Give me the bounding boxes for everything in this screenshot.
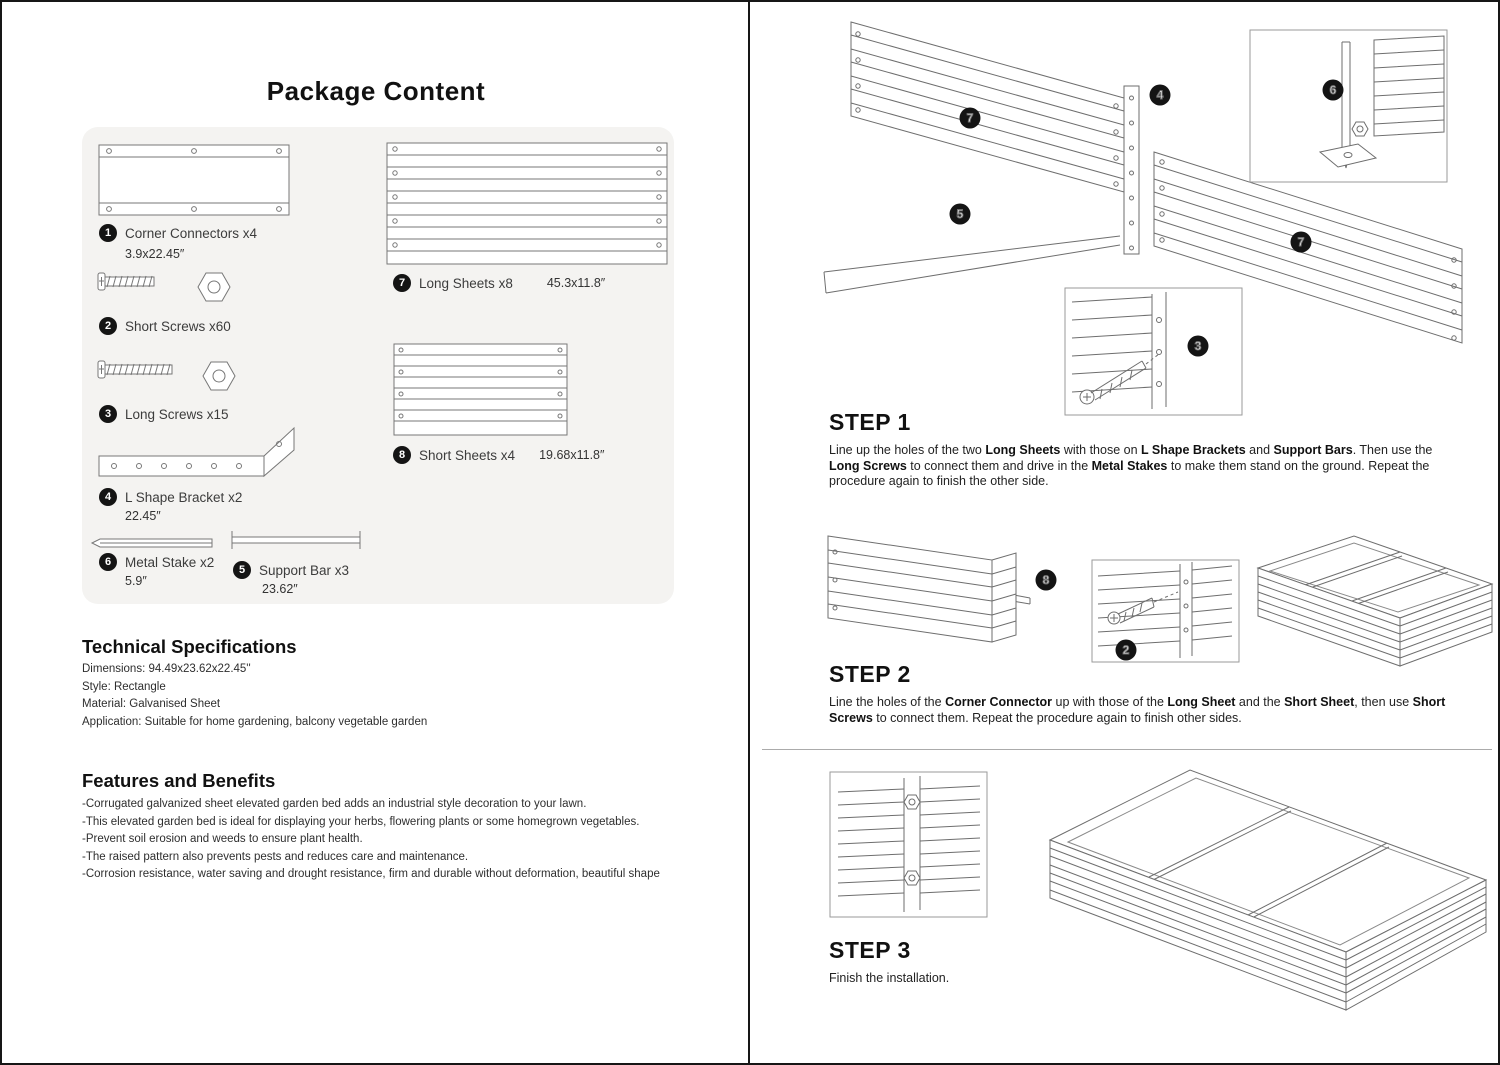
part-size-metal-stake: 5.9″ <box>125 574 147 588</box>
step2-description: Line the holes of the Corner Connector u… <box>829 695 1446 725</box>
metal-stake-detail-inset <box>1249 29 1448 183</box>
part-label-short-sheets: Short Sheets x4 <box>419 447 516 463</box>
part-marker-4: 4 <box>99 488 117 506</box>
l-shape-bracket-upright <box>1123 85 1140 255</box>
long-screw-illustration <box>97 360 236 391</box>
part-marker-3: 3 <box>99 405 117 423</box>
tech-specs-title: Technical Specifications <box>82 636 297 657</box>
features-title: Features and Benefits <box>82 770 276 791</box>
part-item-short-sheets: 8 Short Sheets x4 19.68x11.8″ <box>393 446 604 464</box>
support-bar-illustration <box>231 531 361 549</box>
partially-assembled-frame <box>1256 535 1494 667</box>
part-label-l-shape-bracket: L Shape Bracket x2 <box>125 489 243 505</box>
finished-garden-bed <box>1048 769 1488 1011</box>
step1-description: Line up the holes of the two Long Sheets… <box>829 443 1433 488</box>
feature-line: -Corrugated galvanized sheet elevated ga… <box>82 798 587 810</box>
marker-7-left-sheet: 7 <box>967 111 974 125</box>
assembly-diagrams: 7 4 6 5 3 7 <box>823 21 1494 1011</box>
part-item-metal-stake: 6 Metal Stake x2 <box>99 553 214 571</box>
spec-style: Style: Rectangle <box>82 680 166 693</box>
marker-5-support-bar: 5 <box>957 207 964 221</box>
part-item-l-shape-bracket: 4 L Shape Bracket x2 <box>99 488 242 506</box>
feature-line: -This elevated garden bed is ideal for d… <box>82 815 640 828</box>
step2-title: STEP 2 <box>829 661 911 687</box>
step2-step3-divider <box>762 749 1492 750</box>
spec-dimensions: Dimensions: 94.49x23.62x22.45'' <box>82 663 251 675</box>
part-size-corner-connectors: 3.9x22.45″ <box>125 247 185 261</box>
step2-markers: 8 2 <box>1035 569 1137 661</box>
feature-line: -Corrosion resistance, water saving and … <box>82 868 660 880</box>
part-marker-1: 1 <box>99 224 117 242</box>
assembled-long-wall <box>827 535 1017 643</box>
corner-connector-illustration <box>98 144 290 216</box>
long-sheet-illustration <box>386 142 668 265</box>
center-divider <box>748 2 750 1063</box>
part-item-long-sheets: 7 Long Sheets x8 45.3x11.8″ <box>393 274 605 292</box>
feature-line: -Prevent soil erosion and weeds to ensur… <box>82 833 363 845</box>
marker-6-stake: 6 <box>1330 83 1337 97</box>
page-title: Package Content <box>266 76 486 106</box>
part-item-corner-connectors: 1 Corner Connectors x4 <box>99 224 257 242</box>
part-marker-7: 7 <box>393 274 411 292</box>
part-item-support-bar: 5 Support Bar x3 <box>233 561 349 579</box>
parts-illustrations <box>90 142 668 549</box>
part-label-corner-connectors: Corner Connectors x4 <box>125 225 258 241</box>
part-marker-8: 8 <box>393 446 411 464</box>
step3-title: STEP 3 <box>829 937 911 963</box>
part-marker-2: 2 <box>99 317 117 335</box>
step1-markers: 7 4 6 5 3 7 <box>949 79 1344 357</box>
tech-specs-list: Dimensions: 94.49x23.62x22.45'' Style: R… <box>82 661 427 731</box>
corner-connector-detail-inset <box>829 771 988 918</box>
marker-3-long-screw: 3 <box>1195 339 1202 353</box>
feature-line: -The raised pattern also prevents pests … <box>82 850 469 863</box>
marker-2-short-screw: 2 <box>1123 643 1130 657</box>
part-label-long-sheets: Long Sheets x8 <box>419 275 513 291</box>
step2-diagram: 8 2 <box>827 535 1494 667</box>
spec-material: Material: Galvanised Sheet <box>82 698 221 710</box>
metal-stake-illustration <box>90 538 213 548</box>
l-shape-bracket-illustration <box>98 426 295 478</box>
long-screw-detail-inset <box>1064 287 1243 416</box>
part-size-long-sheets: 45.3x11.8″ <box>546 276 606 290</box>
part-marker-6: 6 <box>99 553 117 571</box>
features-list: -Corrugated galvanized sheet elevated ga… <box>82 796 660 884</box>
part-label-metal-stake: Metal Stake x2 <box>125 554 215 570</box>
part-size-short-sheets: 19.68x11.8″ <box>539 448 605 462</box>
part-marker-5: 5 <box>233 561 251 579</box>
part-label-short-screws: Short Screws x60 <box>125 318 231 334</box>
step3-diagram <box>829 769 1488 1011</box>
support-bar-rod <box>823 235 1121 294</box>
short-sheet-illustration <box>393 343 568 436</box>
step1-title: STEP 1 <box>829 409 911 435</box>
short-screw-illustration <box>97 272 231 302</box>
part-size-l-shape-bracket: 22.45″ <box>125 509 161 523</box>
part-item-short-screws: 2 Short Screws x60 <box>99 317 231 335</box>
part-item-long-screws: 3 Long Screws x15 <box>99 405 229 423</box>
step1-diagram: 7 4 6 5 3 7 <box>823 21 1463 416</box>
part-label-support-bar: Support Bar x3 <box>259 562 350 578</box>
corner-screw-detail-inset <box>1091 559 1240 663</box>
spec-application: Application: Suitable for home gardening… <box>82 715 428 728</box>
marker-7-right-sheet: 7 <box>1298 235 1305 249</box>
long-sheet-left <box>850 21 1125 193</box>
marker-4-bracket: 4 <box>1157 88 1164 102</box>
marker-8-short-sheet: 8 <box>1043 573 1050 587</box>
part-size-support-bar: 23.62″ <box>262 582 298 596</box>
part-label-long-screws: Long Screws x15 <box>125 406 229 422</box>
step3-description: Finish the installation. <box>829 971 950 985</box>
